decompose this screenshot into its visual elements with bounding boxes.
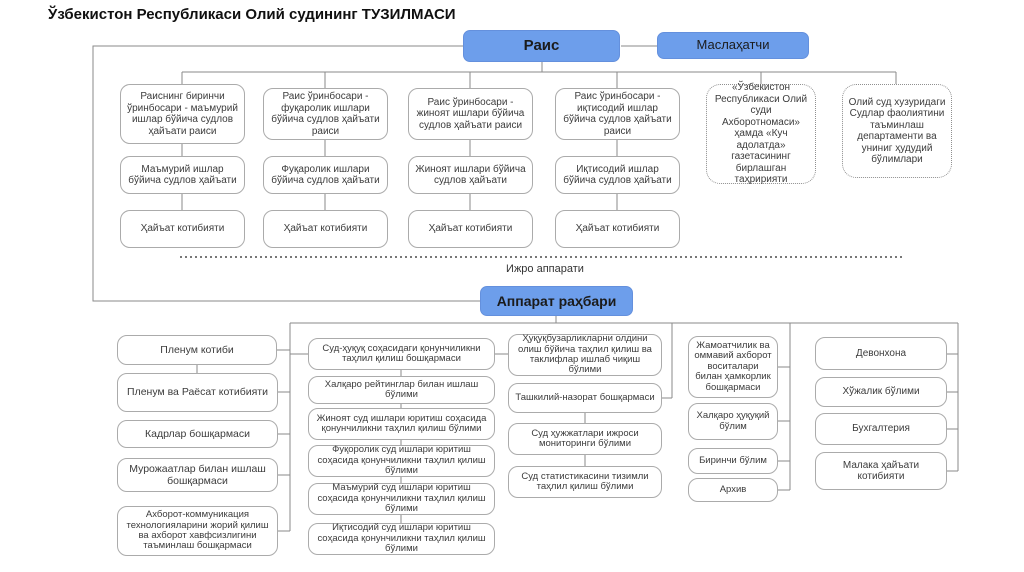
judicial-acts-monitoring-division-box: Суд ҳужжатлари ижроси мониторинги бўлими: [508, 423, 662, 455]
first-division-box: Биринчи бўлим: [688, 448, 778, 474]
deputy-4-head-box: Раис ўринбосари - иқтисодий ишлар бўйича…: [555, 88, 680, 140]
plenum-secretary-box: Пленум котиби: [117, 335, 277, 365]
organizational-control-department-box: Ташкилий-назорат бошқармаси: [508, 383, 662, 413]
deputy-2-head-box: Раис ўринбосари - фуқаролик ишлари бўйич…: [263, 88, 388, 140]
public-media-department-box: Жамоатчилик ва оммавий ахборот воситалар…: [688, 336, 778, 398]
chancellery-box: Девонхона: [815, 337, 947, 370]
plenum-presidium-secretariat-box: Пленум ва Раёсат котибияти: [117, 373, 278, 412]
deputy-3-board-box: Жиноят ишлари бўйича судлов ҳайъати: [408, 156, 533, 194]
household-division-box: Хўжалик бўлими: [815, 377, 947, 407]
administrative-proceedings-analysis-division-box: Маъмурий суд ишлари юритиш соҳасида қону…: [308, 483, 495, 515]
criminal-proceedings-analysis-division-box: Жиноят суд ишлари юритиш соҳасида қонунч…: [308, 408, 495, 440]
personnel-department-box: Кадрлар бошқармаси: [117, 420, 278, 448]
deputy-1-head-box: Раиснинг биринчи ўринбосари - маъмурий и…: [120, 84, 245, 144]
international-law-division-box: Халқаро ҳуқуқий бўлим: [688, 403, 778, 440]
deputy-3-secretariat-box: Ҳайъат котибияти: [408, 210, 533, 248]
deputy-2-board-box: Фуқаролик ишлари бўйича судлов ҳайъати: [263, 156, 388, 194]
executive-apparatus-label: Ижро аппарати: [506, 263, 584, 275]
archive-box: Архив: [688, 478, 778, 502]
advisor-box: Маслаҳатчи: [657, 32, 809, 59]
appeals-department-box: Мурожаатлар билан ишлаш бошқармаси: [117, 458, 278, 492]
civil-proceedings-analysis-division-box: Фуқоролик суд ишлари юритиш соҳасида қон…: [308, 445, 495, 477]
ict-security-department-box: Ахборот-коммуникация технологияларини жо…: [117, 506, 278, 556]
deputy-3-head-box: Раис ўринбосари - жиноят ишлари бўйича с…: [408, 88, 533, 140]
offense-prevention-division-box: Ҳуқуқбузарликларни олдини олиш бўйича та…: [508, 333, 662, 376]
accounting-box: Бухгалтерия: [815, 413, 947, 445]
economic-proceedings-analysis-division-box: Иқтисодий суд ишлари юритиш соҳасида қон…: [308, 523, 495, 555]
deputy-1-board-box: Маъмурий ишлар бўйича судлов ҳайъати: [120, 156, 245, 194]
apparatus-head-box: Аппарат раҳбари: [480, 286, 633, 316]
law-analysis-department-box: Суд-ҳуқуқ соҳасидаги қонунчиликни таҳлил…: [308, 338, 495, 370]
affiliated-editorial-box: «Ўзбекистон Республикаси Олий суди Ахбор…: [706, 82, 816, 185]
chairman-box: Раис: [463, 30, 620, 62]
deputy-4-board-box: Иқтисодий ишлар бўйича судлов ҳайъати: [555, 156, 680, 194]
page-title: Ўзбекистон Республикаси Олий судининг ТУ…: [48, 6, 456, 23]
deputy-4-secretariat-box: Ҳайъат котибияти: [555, 210, 680, 248]
affiliated-department-box: Олий суд хузуридаги Судлар фаолиятини та…: [842, 84, 952, 178]
deputy-1-secretariat-box: Ҳайъат котибияти: [120, 210, 245, 248]
international-ratings-division-box: Халқаро рейтинглар билан ишлаш бўлими: [308, 376, 495, 404]
qualification-board-secretariat-box: Малака ҳайъати котибияти: [815, 452, 947, 490]
court-statistics-division-box: Суд статистикасини тизимли таҳлил қилиш …: [508, 466, 662, 498]
deputy-2-secretariat-box: Ҳайъат котибияти: [263, 210, 388, 248]
